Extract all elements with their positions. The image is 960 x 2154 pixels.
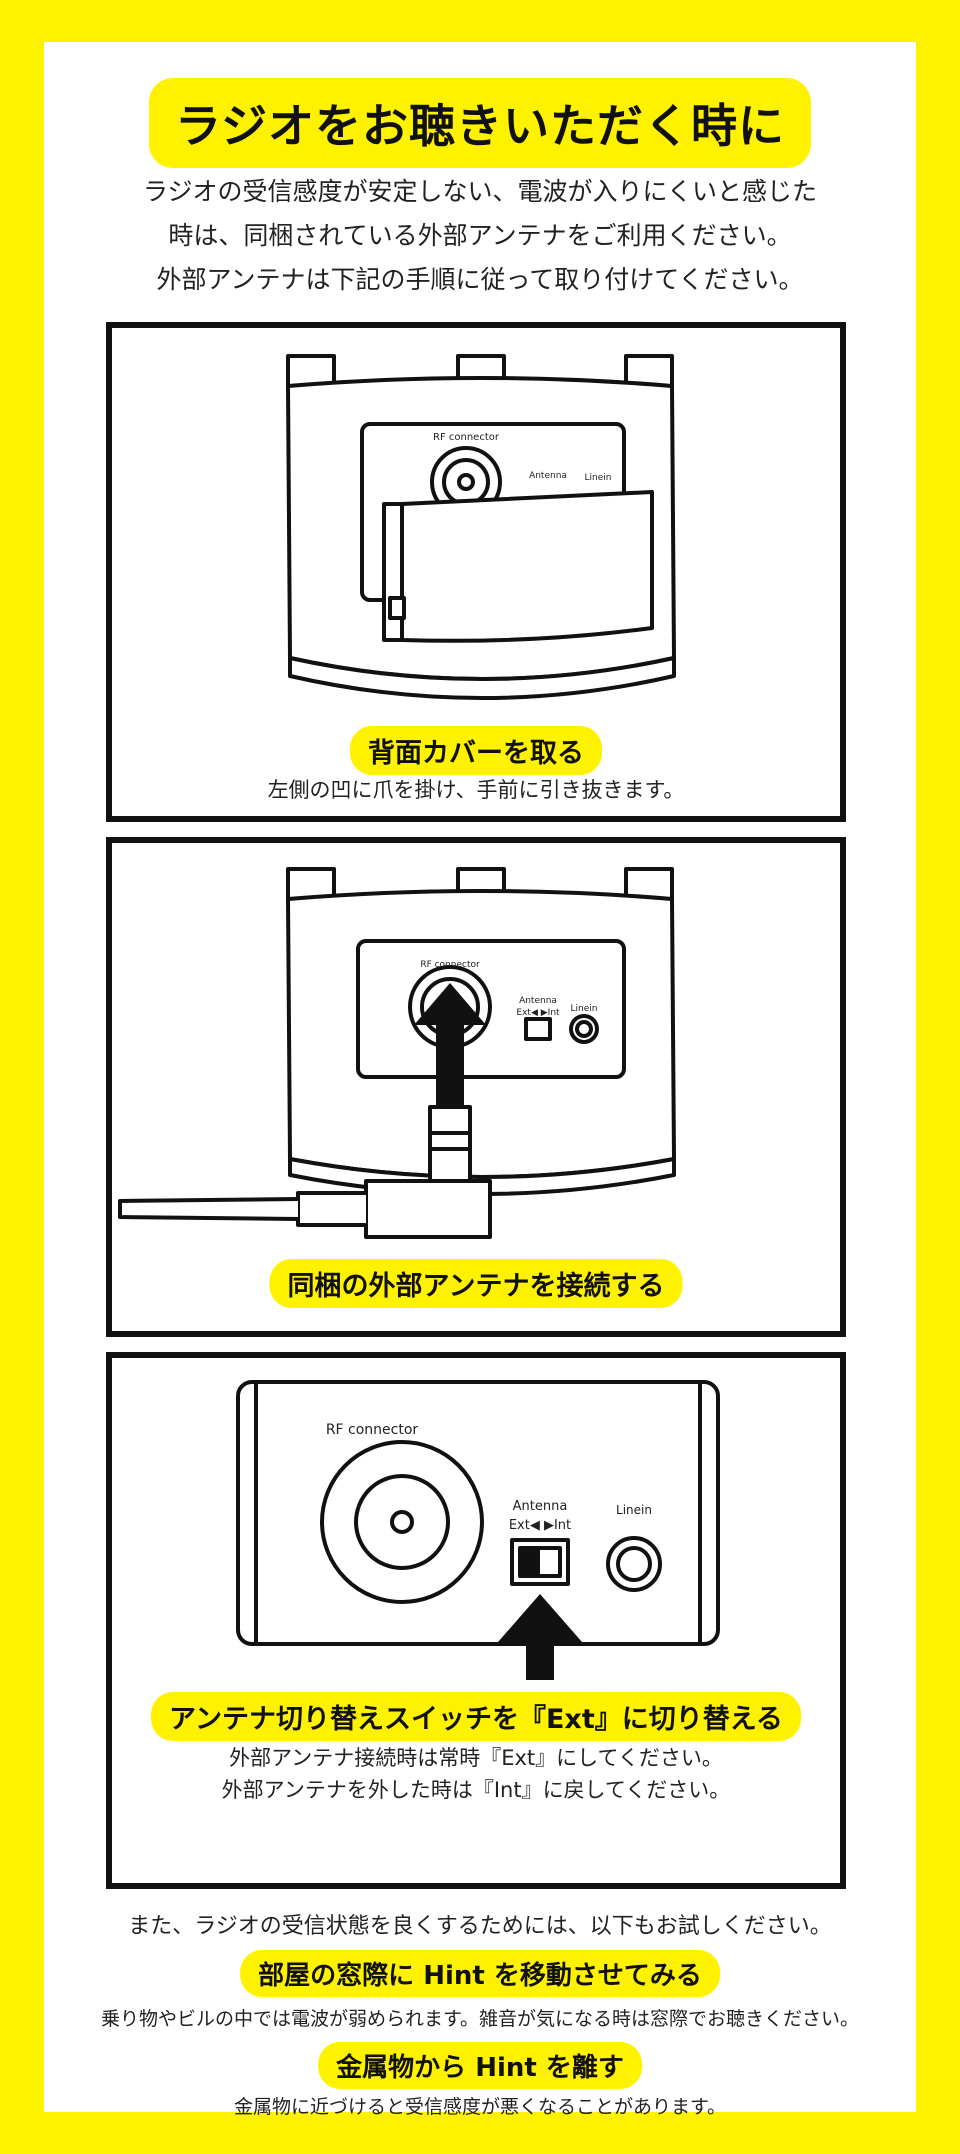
antenna-connect-illustration: RF connector Antenna Ext◀ ▶Int Linein [118, 867, 676, 1239]
antenna-plug [428, 1105, 472, 1183]
back-cover [400, 490, 654, 643]
radio-back-cover-illustration: RF connector Antenna Linein [286, 354, 676, 700]
rf-label: RF connector [326, 1422, 419, 1438]
step-3-desc-line: 外部アンテナ接続時は常時『Ext』にしてください。 [229, 1746, 723, 1770]
step-3-panel: RF connector Antenna Ext◀ ▶Int Linein アン… [106, 1352, 846, 1889]
antenna-label: Antenna [513, 1499, 568, 1514]
step-1-heading: 背面カバーを取る [350, 726, 602, 775]
insert-arrow [414, 983, 486, 1105]
tip-2-heading: 金属物から Hint を離す [318, 2042, 642, 2089]
step-3-desc-line: 外部アンテナを外した時は『Int』に戻してください。 [221, 1778, 731, 1802]
step-1-desc: 左側の凹に爪を掛け、手前に引き抜きます。 [112, 774, 840, 806]
rf-label: RF connector [420, 960, 480, 970]
linein-label: Linein [571, 1004, 598, 1014]
antenna-label: Antenna [519, 996, 557, 1006]
antenna-switch [524, 1017, 552, 1041]
linein-label: Linein [585, 473, 612, 483]
step-1-desc-line: 左側の凹に爪を掛け、手前に引き抜きます。 [267, 778, 685, 802]
tip-1-heading: 部屋の窓際に Hint を移動させてみる [240, 1950, 720, 1997]
antenna-plug-body [364, 1179, 492, 1239]
step-3-desc: 外部アンテナ接続時は常時『Ext』にしてください。 外部アンテナを外した時は『I… [112, 1742, 840, 1806]
also-try-text: また、ラジオの受信状態を良くするためには、以下もお試しください。 [128, 1914, 832, 1939]
intro-line: 外部アンテナは下記の手順に従って取り付けてください。 [156, 265, 804, 294]
step-1-panel: RF connector Antenna Linein 背面カバーを取る 左側の… [106, 322, 846, 822]
intro-line: ラジオの受信感度が安定しない、電波が入りにくいと感じた [142, 177, 817, 206]
tip-2-desc: 金属物に近づけると受信感度が悪くなることがあります。 [233, 2096, 727, 2118]
switch-knob-ext [520, 1548, 540, 1576]
antenna-cable [118, 1197, 299, 1221]
intro-line: 時は、同梱されている外部アンテナをご利用ください。 [168, 221, 792, 250]
radio-base [288, 656, 676, 700]
linein-label: Linein [616, 1503, 652, 1517]
switch-label: Ext◀ ▶Int [509, 1518, 571, 1533]
step-3-heading: アンテナ切り替えスイッチを『Ext』に切り替える [151, 1692, 801, 1741]
intro-text: ラジオの受信感度が安定しない、電波が入りにくいと感じた 時は、同梱されている外部… [44, 170, 916, 302]
instruction-sheet: ラジオをお聴きいただく時に ラジオの受信感度が安定しない、電波が入りにくいと感じ… [44, 42, 916, 2118]
step-2-panel: RF connector Antenna Ext◀ ▶Int Linein 同梱… [106, 837, 846, 1337]
rf-label: RF connector [433, 432, 500, 443]
tip-1-desc: 乗り物やビルの中では電波が弱められます。雑音が気になる時は窓際でお聴きください。 [100, 2008, 860, 2030]
page-title: ラジオをお聴きいただく時に [148, 78, 812, 168]
step-2-heading: 同梱の外部アンテナを接続する [269, 1259, 683, 1308]
switch-label: Ext◀ ▶Int [516, 1008, 560, 1018]
antenna-switch-illustration: RF connector Antenna Ext◀ ▶Int Linein [236, 1380, 720, 1680]
antenna-label: Antenna [529, 471, 567, 481]
switch-arrow [498, 1594, 582, 1680]
